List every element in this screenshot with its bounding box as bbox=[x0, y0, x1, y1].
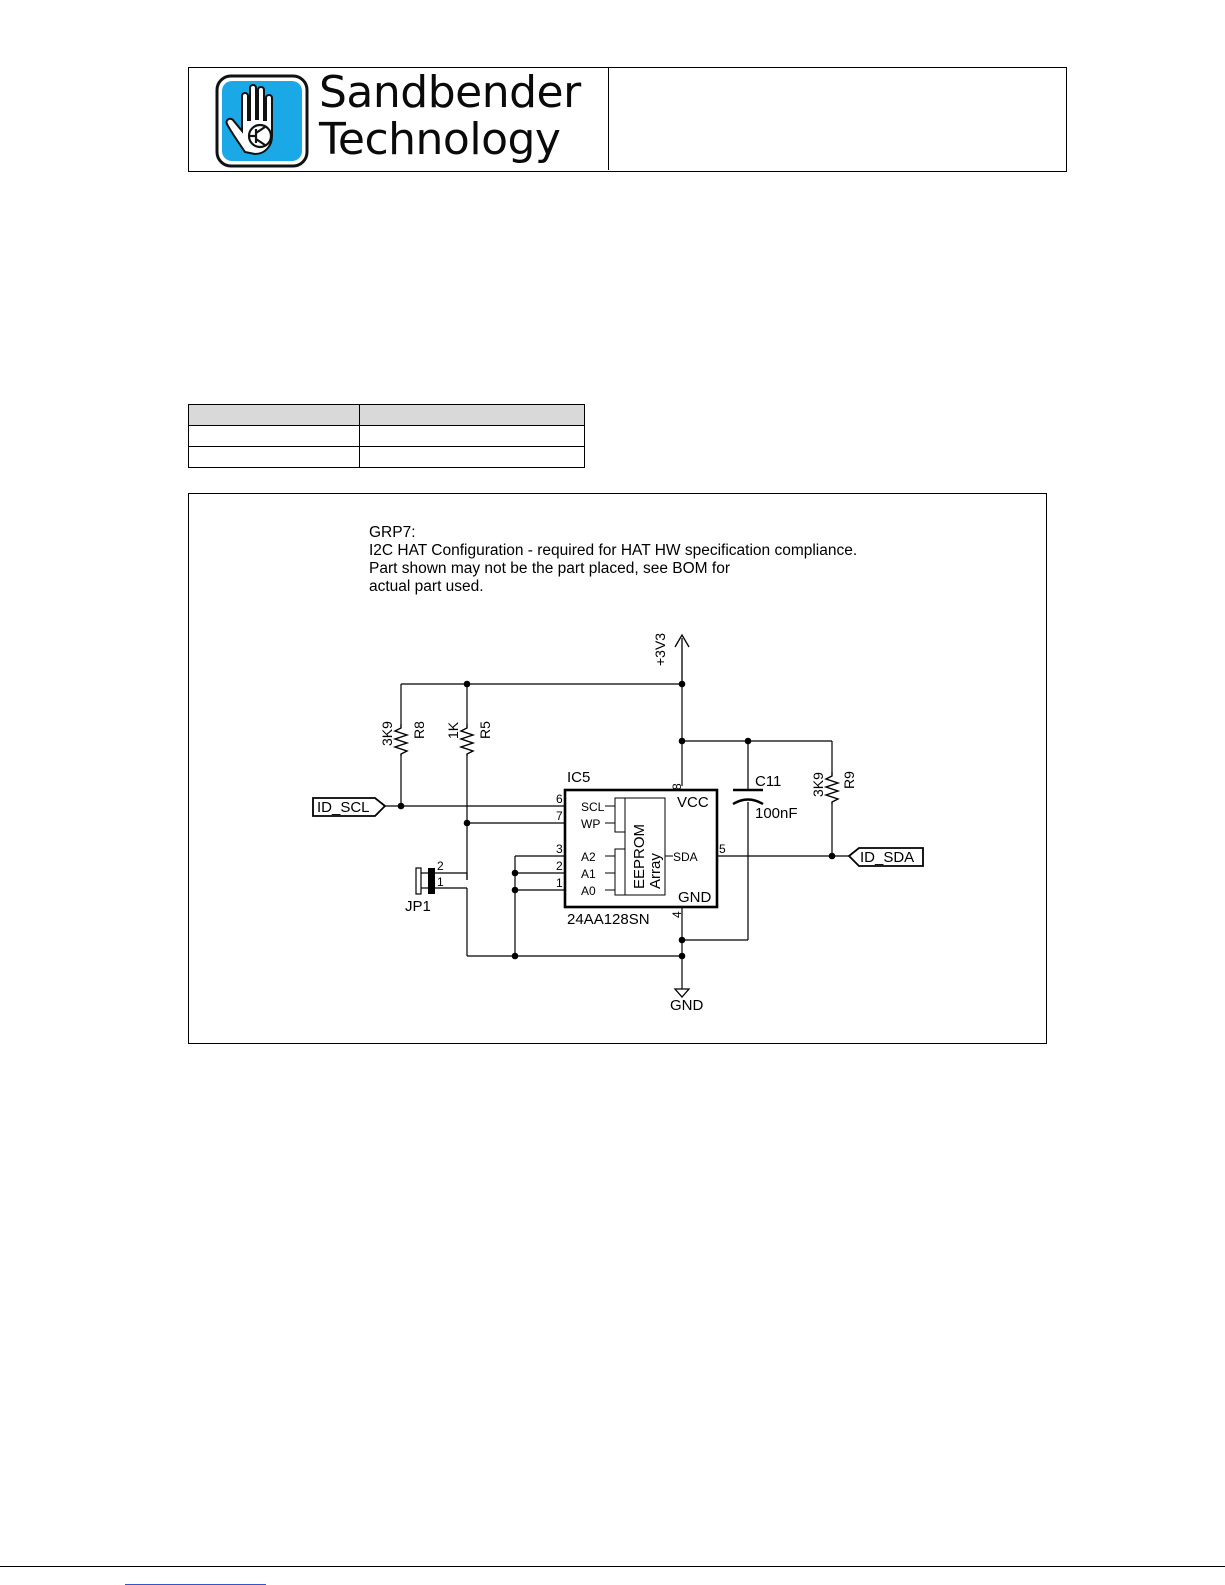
r5-ref: R5 bbox=[477, 721, 493, 739]
ic5-gnd: GND bbox=[678, 889, 712, 906]
table-cell bbox=[359, 425, 585, 447]
pin-number: 7 bbox=[556, 809, 563, 823]
wires bbox=[385, 683, 849, 989]
r9-value: 3K9 bbox=[810, 772, 826, 797]
ic5-ref: IC5 bbox=[567, 769, 590, 786]
header-cell-date bbox=[820, 68, 967, 120]
note-line: I2C HAT Configuration - required for HAT… bbox=[369, 542, 858, 559]
pin-number: 3 bbox=[556, 842, 563, 856]
ground-symbol-icon bbox=[673, 988, 691, 998]
c11-ref: C11 bbox=[755, 773, 781, 790]
r5-value: 1K bbox=[445, 721, 461, 739]
header-cell-subtitle bbox=[608, 120, 1066, 170]
pin-name: A0 bbox=[581, 884, 596, 898]
ic5-vcc: VCC bbox=[677, 794, 709, 811]
brand-line-2: Technology bbox=[319, 114, 561, 165]
pin-name: SCL bbox=[581, 800, 605, 814]
eeprom-label-2: Array bbox=[647, 853, 664, 889]
table-cell bbox=[359, 446, 585, 468]
pin-name: WP bbox=[581, 817, 600, 831]
resistor-r9-icon bbox=[823, 772, 841, 804]
ic5-body bbox=[563, 788, 719, 909]
brand-name: Sandbender Technology bbox=[319, 69, 581, 163]
pin-number: 5 bbox=[719, 842, 726, 856]
supply-label: +3V3 bbox=[652, 633, 668, 666]
table-cell bbox=[188, 425, 360, 447]
pin-name: A1 bbox=[581, 867, 596, 881]
eeprom-label-1: EEPROM bbox=[631, 824, 648, 889]
pin-number: 6 bbox=[556, 792, 563, 806]
brand-line-1: Sandbender bbox=[319, 67, 581, 118]
resistor-r8-icon bbox=[392, 724, 410, 756]
jp1-ref: JP1 bbox=[405, 898, 431, 915]
r9-ref: R9 bbox=[841, 771, 857, 789]
jp1-pin: 1 bbox=[437, 875, 444, 889]
document-header: Sandbender Technology bbox=[188, 67, 1067, 172]
jumper-jp1-icon bbox=[415, 867, 435, 895]
note-line: actual part used. bbox=[369, 578, 484, 595]
junctions bbox=[397, 680, 836, 960]
net-label-id-sda: ID_SDA bbox=[847, 847, 924, 867]
r8-value: 3K9 bbox=[379, 721, 395, 746]
pin-number: 1 bbox=[556, 876, 563, 890]
table-row bbox=[188, 404, 585, 426]
eeprom-blocks bbox=[605, 797, 673, 896]
schematic-note: GRP7:I2C HAT Configuration - required fo… bbox=[369, 524, 857, 596]
net-label-text: ID_SCL bbox=[317, 799, 370, 816]
header-cell-title bbox=[608, 68, 820, 120]
supply-3v3-symbol bbox=[674, 633, 690, 684]
header-cell-page bbox=[967, 68, 1066, 120]
table-cell bbox=[188, 446, 360, 468]
schematic-frame: GRP7:I2C HAT Configuration - required fo… bbox=[188, 493, 1047, 1044]
pin-number: 8 bbox=[670, 783, 684, 790]
jp1-pin: 2 bbox=[437, 859, 444, 873]
hand-transistor-logo-icon bbox=[215, 74, 309, 168]
pin-name: A2 bbox=[581, 850, 596, 864]
ic5-part: 24AA128SN bbox=[567, 911, 650, 928]
pin-number: 2 bbox=[556, 859, 563, 873]
footer-rule bbox=[0, 1566, 1225, 1567]
r8-ref: R8 bbox=[411, 721, 427, 739]
pin-number: 4 bbox=[670, 911, 684, 918]
table-cell bbox=[188, 404, 360, 426]
net-label-id-scl: ID_SCL bbox=[312, 797, 387, 817]
pin-name: SDA bbox=[673, 850, 698, 864]
table-row bbox=[188, 446, 585, 468]
schematic-drawing: +3V3 bbox=[312, 633, 924, 1014]
note-line: GRP7: bbox=[369, 524, 416, 541]
table-row bbox=[188, 425, 585, 447]
table-cell bbox=[359, 404, 585, 426]
ground-label: GND bbox=[670, 997, 704, 1014]
c11-value: 100nF bbox=[755, 805, 798, 822]
net-label-text: ID_SDA bbox=[860, 849, 914, 866]
info-table bbox=[188, 404, 585, 468]
note-line: Part shown may not be the part placed, s… bbox=[369, 560, 730, 577]
logo: Sandbender Technology bbox=[189, 68, 609, 170]
capacitor-c11-icon bbox=[732, 788, 764, 806]
resistor-r5-icon bbox=[458, 724, 476, 756]
